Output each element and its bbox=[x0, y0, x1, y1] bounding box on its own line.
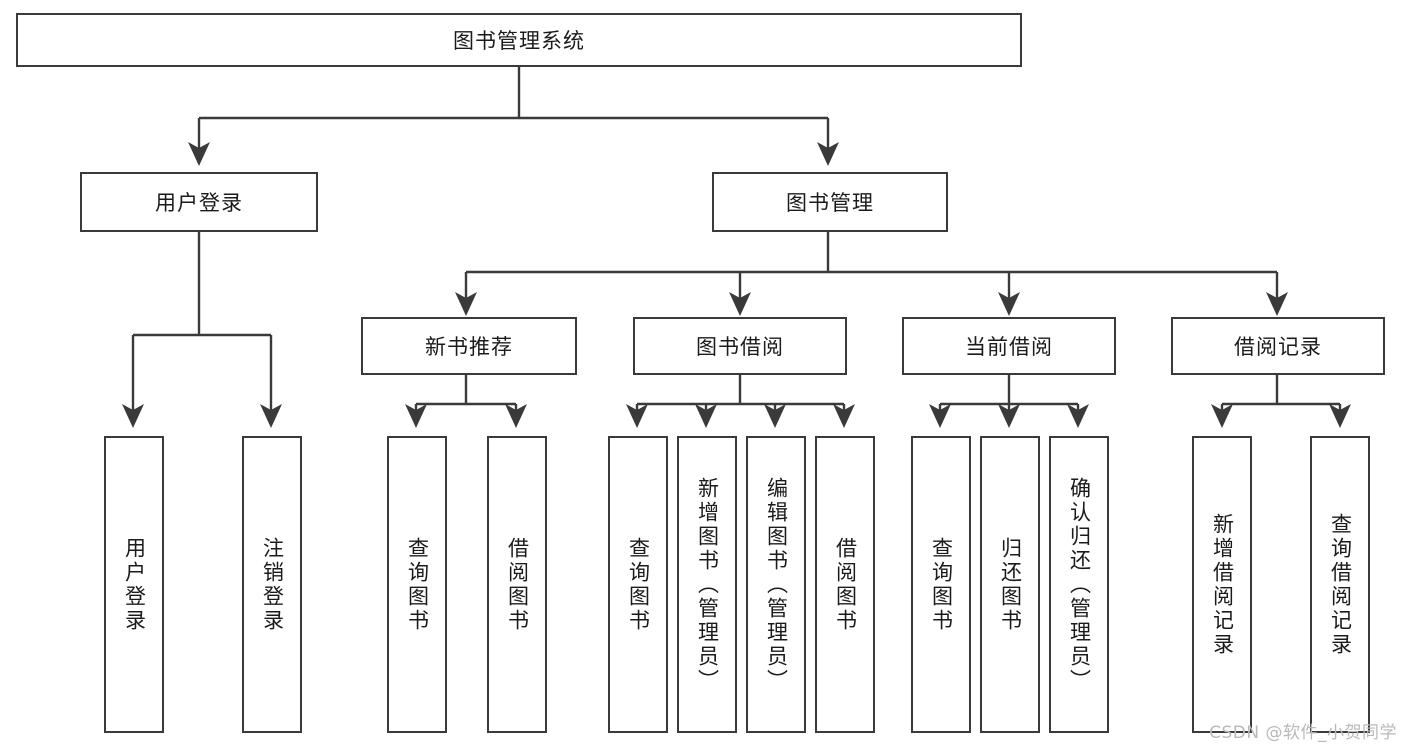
node-user-login[interactable]: 用户登录 bbox=[80, 172, 318, 232]
leaf-current-query-label: 查询图书 bbox=[929, 536, 954, 633]
leaf-newbook-query[interactable]: 查询图书 bbox=[387, 436, 447, 733]
leaf-record-query[interactable]: 查询借阅记录 bbox=[1310, 436, 1370, 733]
leaf-record-add-label: 新增借阅记录 bbox=[1210, 512, 1235, 657]
node-book-borrow-label: 图书借阅 bbox=[696, 335, 784, 359]
node-user-login-label: 用户登录 bbox=[155, 191, 243, 215]
leaf-user-login[interactable]: 用户登录 bbox=[104, 436, 164, 733]
csdn-watermark: CSDN @软件_小贺同学 bbox=[1209, 723, 1397, 743]
node-current-borrow-label: 当前借阅 bbox=[965, 335, 1053, 359]
leaf-user-logout[interactable]: 注销登录 bbox=[242, 436, 302, 733]
leaf-current-query[interactable]: 查询图书 bbox=[911, 436, 971, 733]
leaf-newbook-query-label: 查询图书 bbox=[405, 536, 430, 633]
leaf-borrow-edit-book[interactable]: 编辑图书（管理员） bbox=[746, 436, 806, 733]
leaf-current-confirm-return-label: 确认归还（管理员） bbox=[1067, 476, 1092, 693]
node-current-borrow[interactable]: 当前借阅 bbox=[902, 317, 1116, 375]
leaf-newbook-borrow-label: 借阅图书 bbox=[505, 536, 530, 633]
leaf-user-logout-label: 注销登录 bbox=[260, 536, 285, 633]
leaf-borrow-lend-book[interactable]: 借阅图书 bbox=[815, 436, 875, 733]
node-borrow-record[interactable]: 借阅记录 bbox=[1171, 317, 1385, 375]
node-book-borrow[interactable]: 图书借阅 bbox=[633, 317, 847, 375]
node-book-management[interactable]: 图书管理 bbox=[712, 172, 948, 232]
leaf-borrow-add-book[interactable]: 新增图书（管理员） bbox=[677, 436, 737, 733]
node-new-book-recommend-label: 新书推荐 bbox=[425, 335, 513, 359]
leaf-borrow-edit-book-label: 编辑图书（管理员） bbox=[764, 476, 789, 693]
leaf-borrow-lend-book-label: 借阅图书 bbox=[833, 536, 858, 633]
node-borrow-record-label: 借阅记录 bbox=[1234, 335, 1322, 359]
leaf-record-query-label: 查询借阅记录 bbox=[1328, 512, 1353, 657]
leaf-borrow-add-book-label: 新增图书（管理员） bbox=[695, 476, 720, 693]
leaf-record-add[interactable]: 新增借阅记录 bbox=[1192, 436, 1252, 733]
leaf-newbook-borrow[interactable]: 借阅图书 bbox=[487, 436, 547, 733]
node-root-label: 图书管理系统 bbox=[453, 29, 585, 53]
leaf-current-return[interactable]: 归还图书 bbox=[980, 436, 1040, 733]
node-book-management-label: 图书管理 bbox=[786, 191, 874, 215]
leaf-current-confirm-return[interactable]: 确认归还（管理员） bbox=[1049, 436, 1109, 733]
leaf-borrow-query[interactable]: 查询图书 bbox=[608, 436, 668, 733]
leaf-borrow-query-label: 查询图书 bbox=[626, 536, 651, 633]
leaf-user-login-label: 用户登录 bbox=[122, 536, 147, 633]
node-new-book-recommend[interactable]: 新书推荐 bbox=[361, 317, 577, 375]
leaf-current-return-label: 归还图书 bbox=[998, 536, 1023, 633]
node-root[interactable]: 图书管理系统 bbox=[16, 13, 1022, 67]
